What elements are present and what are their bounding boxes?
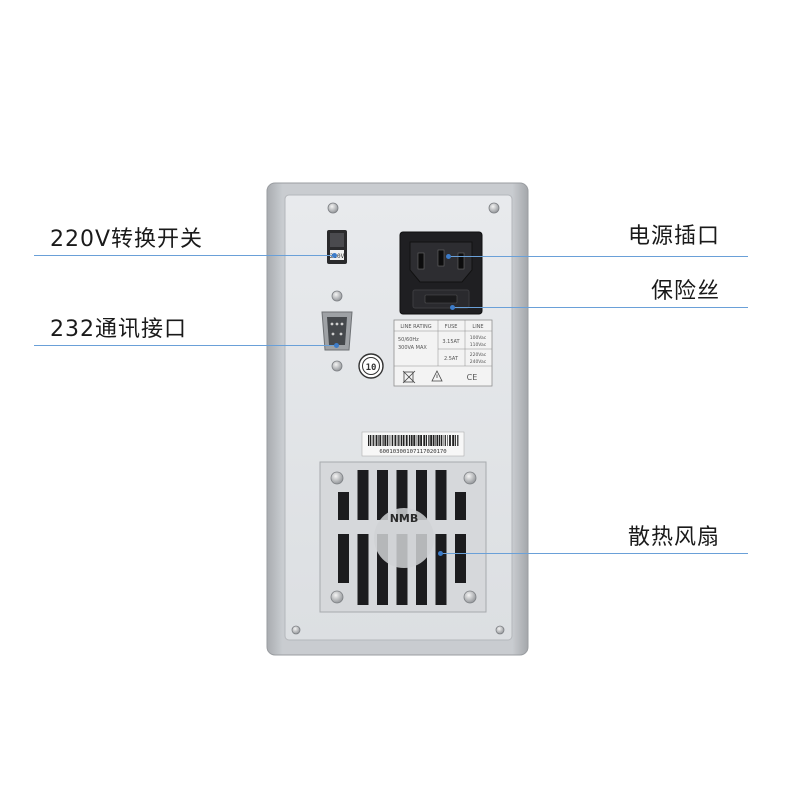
- svg-text:3.15AT: 3.15AT: [442, 339, 460, 345]
- screw: [291, 625, 301, 635]
- leader-dot: [446, 254, 451, 259]
- svg-text:50/60Hz: 50/60Hz: [398, 337, 419, 343]
- leader-dot: [334, 343, 339, 348]
- callout-cooling-fan: 散热风扇: [628, 525, 721, 550]
- warning-triangle-icon: [431, 370, 443, 382]
- screw: [331, 290, 343, 302]
- voltage-selector-switch[interactable]: 220V: [327, 230, 347, 264]
- screw: [463, 590, 477, 604]
- fan-grille-slot: [357, 534, 369, 605]
- fan-grille-slot: [455, 534, 466, 583]
- rating-plate: LINE RATING FUSE LINE 50/60Hz 300VA MAX …: [393, 319, 493, 387]
- svg-text:240Vac: 240Vac: [470, 359, 487, 365]
- svg-text:LINE RATING: LINE RATING: [400, 324, 431, 330]
- screw: [330, 590, 344, 604]
- fan-grille-slot: [338, 492, 349, 520]
- screw: [463, 471, 477, 485]
- screw: [327, 202, 339, 214]
- leader-line-fan: [440, 553, 748, 554]
- callout-fuse: 保险丝: [651, 279, 721, 304]
- svg-text:300VA MAX: 300VA MAX: [398, 345, 427, 351]
- weee-bin-icon: [402, 370, 416, 384]
- leader-dot: [450, 305, 455, 310]
- fan-grille-slot: [416, 534, 427, 605]
- leader-line-fuse: [452, 307, 748, 308]
- leader-line-socket: [448, 256, 748, 257]
- fan-grille-slot: [435, 470, 447, 520]
- fan-grille-slot: [338, 534, 349, 583]
- cooling-fan: NMB: [319, 461, 487, 613]
- fan-brand: NMB: [390, 512, 419, 525]
- callout-power-socket: 电源插口: [628, 224, 721, 249]
- screw: [488, 202, 500, 214]
- fan-grille-slot: [396, 470, 408, 520]
- serial-barcode-sticker: 60010300107117020170: [361, 431, 465, 457]
- screw: [495, 625, 505, 635]
- rs232-port[interactable]: [321, 290, 353, 372]
- callout-rs232-port: 232通讯接口: [50, 317, 187, 342]
- fan-grille-slot: [377, 470, 388, 520]
- screw: [330, 471, 344, 485]
- svg-text:10: 10: [366, 363, 377, 373]
- svg-text:220Vac: 220Vac: [470, 352, 487, 358]
- fan-grille-slot: [377, 534, 388, 605]
- switch-voltage-label: 220V: [330, 253, 345, 260]
- fan-grille-slot: [416, 470, 427, 520]
- fan-grille-slot: [357, 470, 369, 520]
- serial-number: 60010300107117020170: [379, 449, 446, 455]
- fan-grille-slot: [396, 534, 408, 605]
- svg-text:2.5AT: 2.5AT: [444, 356, 459, 362]
- screw: [331, 360, 343, 372]
- svg-text:FUSE: FUSE: [445, 324, 458, 330]
- fan-grille-slot: [455, 492, 466, 520]
- leader-line-switch: [34, 255, 334, 256]
- leader-line-rs232: [34, 345, 336, 346]
- svg-text:100Vac: 100Vac: [470, 335, 487, 341]
- ce-mark: CE: [467, 373, 478, 382]
- fan-grille-slot: [435, 534, 447, 605]
- fuse-drawer[interactable]: [412, 289, 470, 309]
- leader-dot: [332, 253, 337, 258]
- callout-220v-switch: 220V转换开关: [50, 227, 204, 252]
- svg-text:110Vac: 110Vac: [470, 342, 487, 348]
- leader-dot: [438, 551, 443, 556]
- svg-text:LINE: LINE: [472, 324, 483, 330]
- environment-label-icon: 10: [358, 353, 384, 379]
